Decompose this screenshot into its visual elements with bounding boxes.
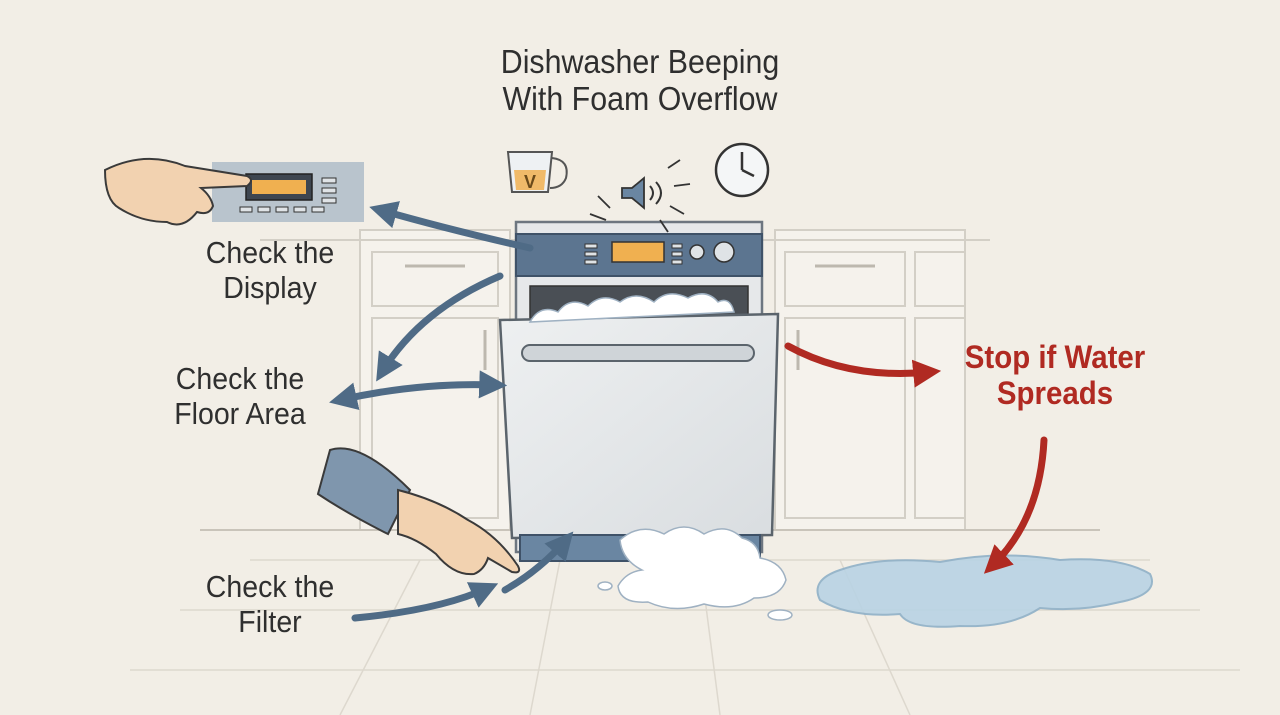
hand-pointing-display <box>103 157 252 226</box>
label-check-floor-area: Check the Floor Area <box>174 361 306 431</box>
clock-icon <box>714 142 770 198</box>
label-check-display: Check the Display <box>205 235 335 305</box>
label-check-filter: Check the Filter <box>205 569 335 639</box>
dial-knob-2 <box>713 241 735 263</box>
dial-knob-1 <box>689 244 705 260</box>
arrow-to-stop-label <box>784 342 942 388</box>
foam-spill <box>597 526 793 621</box>
label-stop-if-water-spreads: Stop if Water Spreads <box>964 339 1146 411</box>
hand-pointing-filter <box>397 488 521 576</box>
water-puddle <box>816 554 1153 628</box>
display-screen <box>611 241 665 263</box>
foam-top <box>528 293 735 323</box>
door-handle <box>521 344 755 362</box>
arrow-to-floor-down <box>376 272 504 382</box>
measuring-cup-icon <box>506 151 568 193</box>
arrows-blue <box>329 201 574 622</box>
arrow-to-filter-up <box>501 531 574 594</box>
control-panel-closeup <box>212 162 364 222</box>
arrow-from-filter-label <box>351 582 499 622</box>
speaker-icon <box>589 159 691 233</box>
arrow-to-puddle <box>983 436 1048 574</box>
arrow-floor-two-way <box>329 370 508 410</box>
arrow-to-display <box>369 201 534 252</box>
measuring-cup-letter: V <box>524 172 536 192</box>
dishwasher <box>498 220 780 562</box>
dishwasher-door <box>498 312 780 540</box>
diagram-title: Dishwasher Beeping With Foam Overflow <box>500 43 780 117</box>
arrows-red <box>784 342 1048 574</box>
